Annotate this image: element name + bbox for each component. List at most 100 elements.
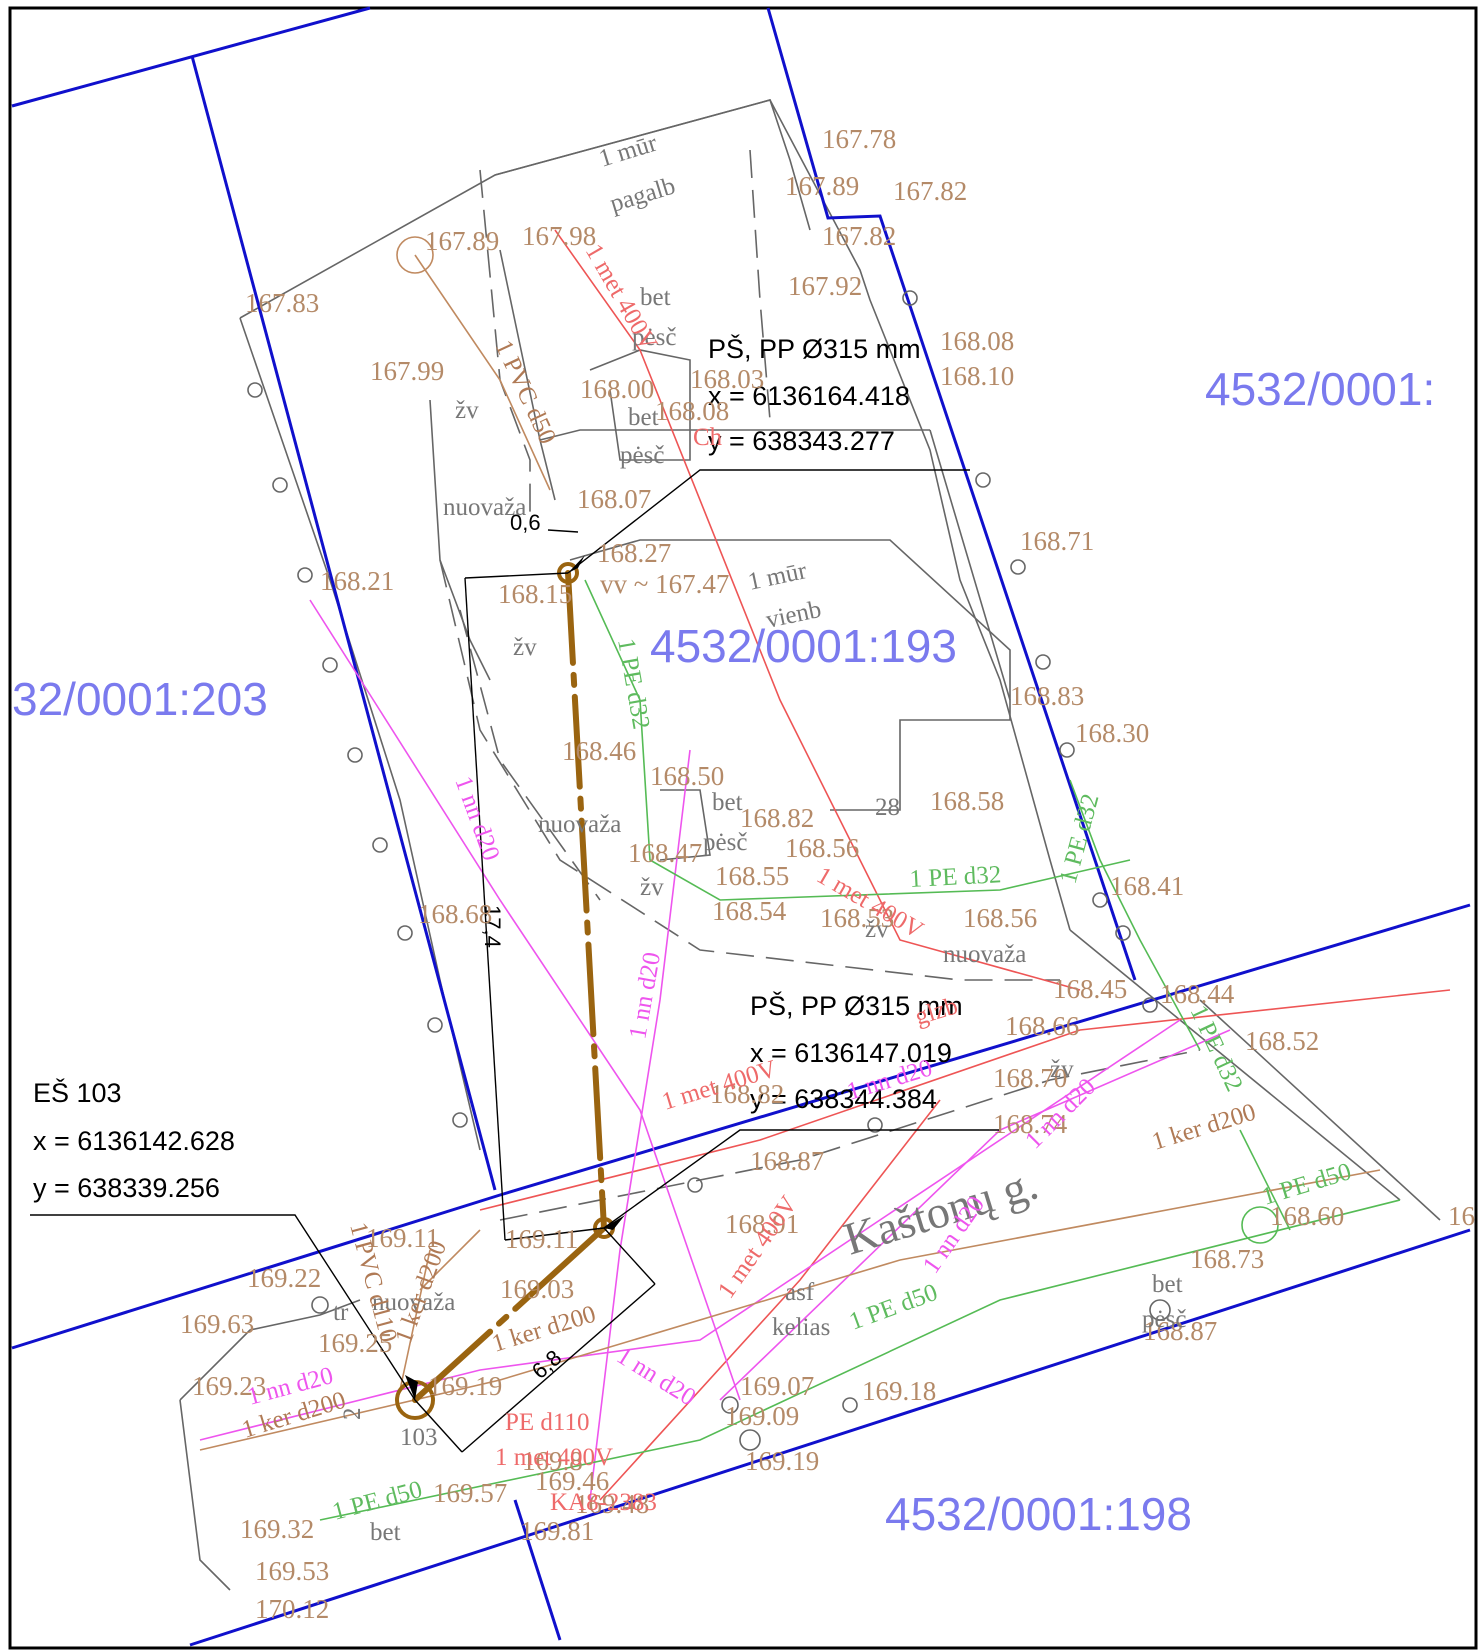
annotation-ps-upper: PŠ, PP Ø315 mm x = 6136164.418 y = 63834… <box>708 333 921 456</box>
elevation: 168.53 <box>820 903 894 933</box>
elevation: 169.07 <box>740 1371 814 1401</box>
label: nuovaža <box>538 811 621 838</box>
elevation: 168.73 <box>1190 1244 1264 1274</box>
elevation: 169.11 <box>505 1224 578 1254</box>
elevation: 168.56 <box>963 903 1037 933</box>
ps-upper-y: y = 638343.277 <box>708 426 895 456</box>
elevation: 168.50 <box>650 761 724 791</box>
elevation: 168.91 <box>725 1209 799 1239</box>
es-title: EŠ 103 <box>33 1077 122 1108</box>
elevation: 169.8 <box>522 1446 583 1476</box>
elevation: 168.60 <box>1270 1201 1344 1231</box>
elevation: 168.41 <box>1110 871 1184 901</box>
elevation: 169.53 <box>255 1556 329 1586</box>
ps-upper-title: PŠ, PP Ø315 mm <box>708 333 921 364</box>
elevation: 168.87 <box>1143 1316 1217 1346</box>
label: žv <box>865 916 889 943</box>
elevation: 168.03 <box>690 364 764 394</box>
elevation: 168.08 <box>940 326 1014 356</box>
elevation: 168.27 <box>597 538 671 568</box>
elevation: 167.78 <box>822 124 896 154</box>
label: 103 <box>400 1424 438 1451</box>
label: 28 <box>875 794 900 821</box>
elevation: 167.83 <box>245 288 319 318</box>
label: Ch <box>693 424 723 451</box>
label: 1 PE d50 <box>846 1279 941 1336</box>
es-y: y = 638339.256 <box>33 1173 220 1203</box>
elevation: 168.00 <box>580 374 654 404</box>
label: nuovaža <box>943 941 1026 968</box>
label: bet <box>370 1519 401 1546</box>
ps-upper-x: x = 6136164.418 <box>708 381 910 411</box>
survey-points <box>247 236 1279 1451</box>
elevation: 167.89 <box>425 226 499 256</box>
parcel-label-right: 4532/0001: <box>1205 363 1435 415</box>
label: 1 met 400V <box>495 1444 613 1471</box>
elevation: 168.47 <box>628 838 702 868</box>
dashed-lines <box>439 149 1201 1221</box>
elevation: 168.10 <box>940 361 1014 391</box>
elevation: 168.82 <box>710 1079 784 1109</box>
parcel-boundaries <box>11 6 1471 1647</box>
label: 1 PVC d50 <box>490 336 561 448</box>
dimension-lines <box>414 529 656 1453</box>
elevation: 168.70 <box>993 1063 1067 1093</box>
designed-pipe <box>412 570 607 1403</box>
elevation: 167.98 <box>522 221 596 251</box>
parcel-label-198: 4532/0001:198 <box>885 1488 1192 1540</box>
label: žv <box>455 397 479 424</box>
sewer-lines <box>199 254 1381 1451</box>
elevations: 167.78 167.89 167.82 167.82 167.89 167.9… <box>180 124 1475 1624</box>
annotation-es: EŠ 103 x = 6136142.628 y = 638339.256 <box>33 1077 235 1203</box>
elevation: 168.07 <box>577 484 651 514</box>
elevation: 169.46 <box>535 1466 609 1496</box>
elevation: 169.48 <box>575 1489 649 1519</box>
elevation: 168.45 <box>1053 974 1127 1004</box>
label: PE d110 <box>505 1409 590 1436</box>
label: pagalb <box>607 172 679 217</box>
label: KA8-2383 <box>550 1489 657 1516</box>
elevation: 168.08 <box>655 396 729 426</box>
elevation: 168.15 <box>498 579 572 609</box>
label: 1 PE d32 <box>612 636 655 731</box>
elevation: 168.87 <box>750 1146 824 1176</box>
label: bet <box>1152 1271 1183 1298</box>
elevation: vv ~ 167.47 <box>600 569 729 599</box>
label: žv <box>513 634 537 661</box>
map-frame <box>8 6 1478 1650</box>
label: 1 mūr <box>596 129 661 172</box>
elevation: 168.56 <box>785 833 859 863</box>
label: pėsč <box>620 442 664 469</box>
elevation: 168.66 <box>1005 1011 1079 1041</box>
elevation: 168.55 <box>715 861 789 891</box>
elevation: 168.82 <box>740 803 814 833</box>
elevation: 167.82 <box>893 176 967 206</box>
dimension-6-8: 6,8 <box>527 1345 566 1384</box>
elevation: 168.52 <box>1245 1026 1319 1056</box>
power-lines <box>479 229 1451 1501</box>
elevation: 169.11 <box>366 1223 439 1253</box>
label: pėsč <box>632 324 676 351</box>
elevation: 169.23 <box>192 1371 266 1401</box>
elevation: 168.30 <box>1075 718 1149 748</box>
elevation: 167.99 <box>370 356 444 386</box>
annotation-ps-lower: PŠ, PP Ø315 mm x = 6136147.019 y = 63834… <box>750 990 963 1114</box>
elevation: 168.46 <box>562 736 636 766</box>
label: pėsč <box>703 829 747 856</box>
elevation: 170.12 <box>255 1594 329 1624</box>
label: 1 PE d32 <box>1055 791 1105 887</box>
elevation: 168.71 <box>1020 526 1094 556</box>
label: bet <box>628 404 659 431</box>
elevation: 167.82 <box>822 221 896 251</box>
elevation: 169.22 <box>247 1263 321 1293</box>
elevation: 168.44 <box>1160 979 1235 1009</box>
label: žv <box>640 874 664 901</box>
elevation: 169.09 <box>725 1401 799 1431</box>
elevation: 16 <box>1448 1201 1475 1231</box>
elevation: 168.83 <box>1010 681 1084 711</box>
label: 1 nn d20 <box>612 1342 701 1411</box>
pe-lines <box>319 579 1401 1521</box>
elevation: 169.81 <box>520 1516 594 1546</box>
ps-lower-title: PŠ, PP Ø315 mm <box>750 990 963 1021</box>
label: bet <box>712 789 743 816</box>
